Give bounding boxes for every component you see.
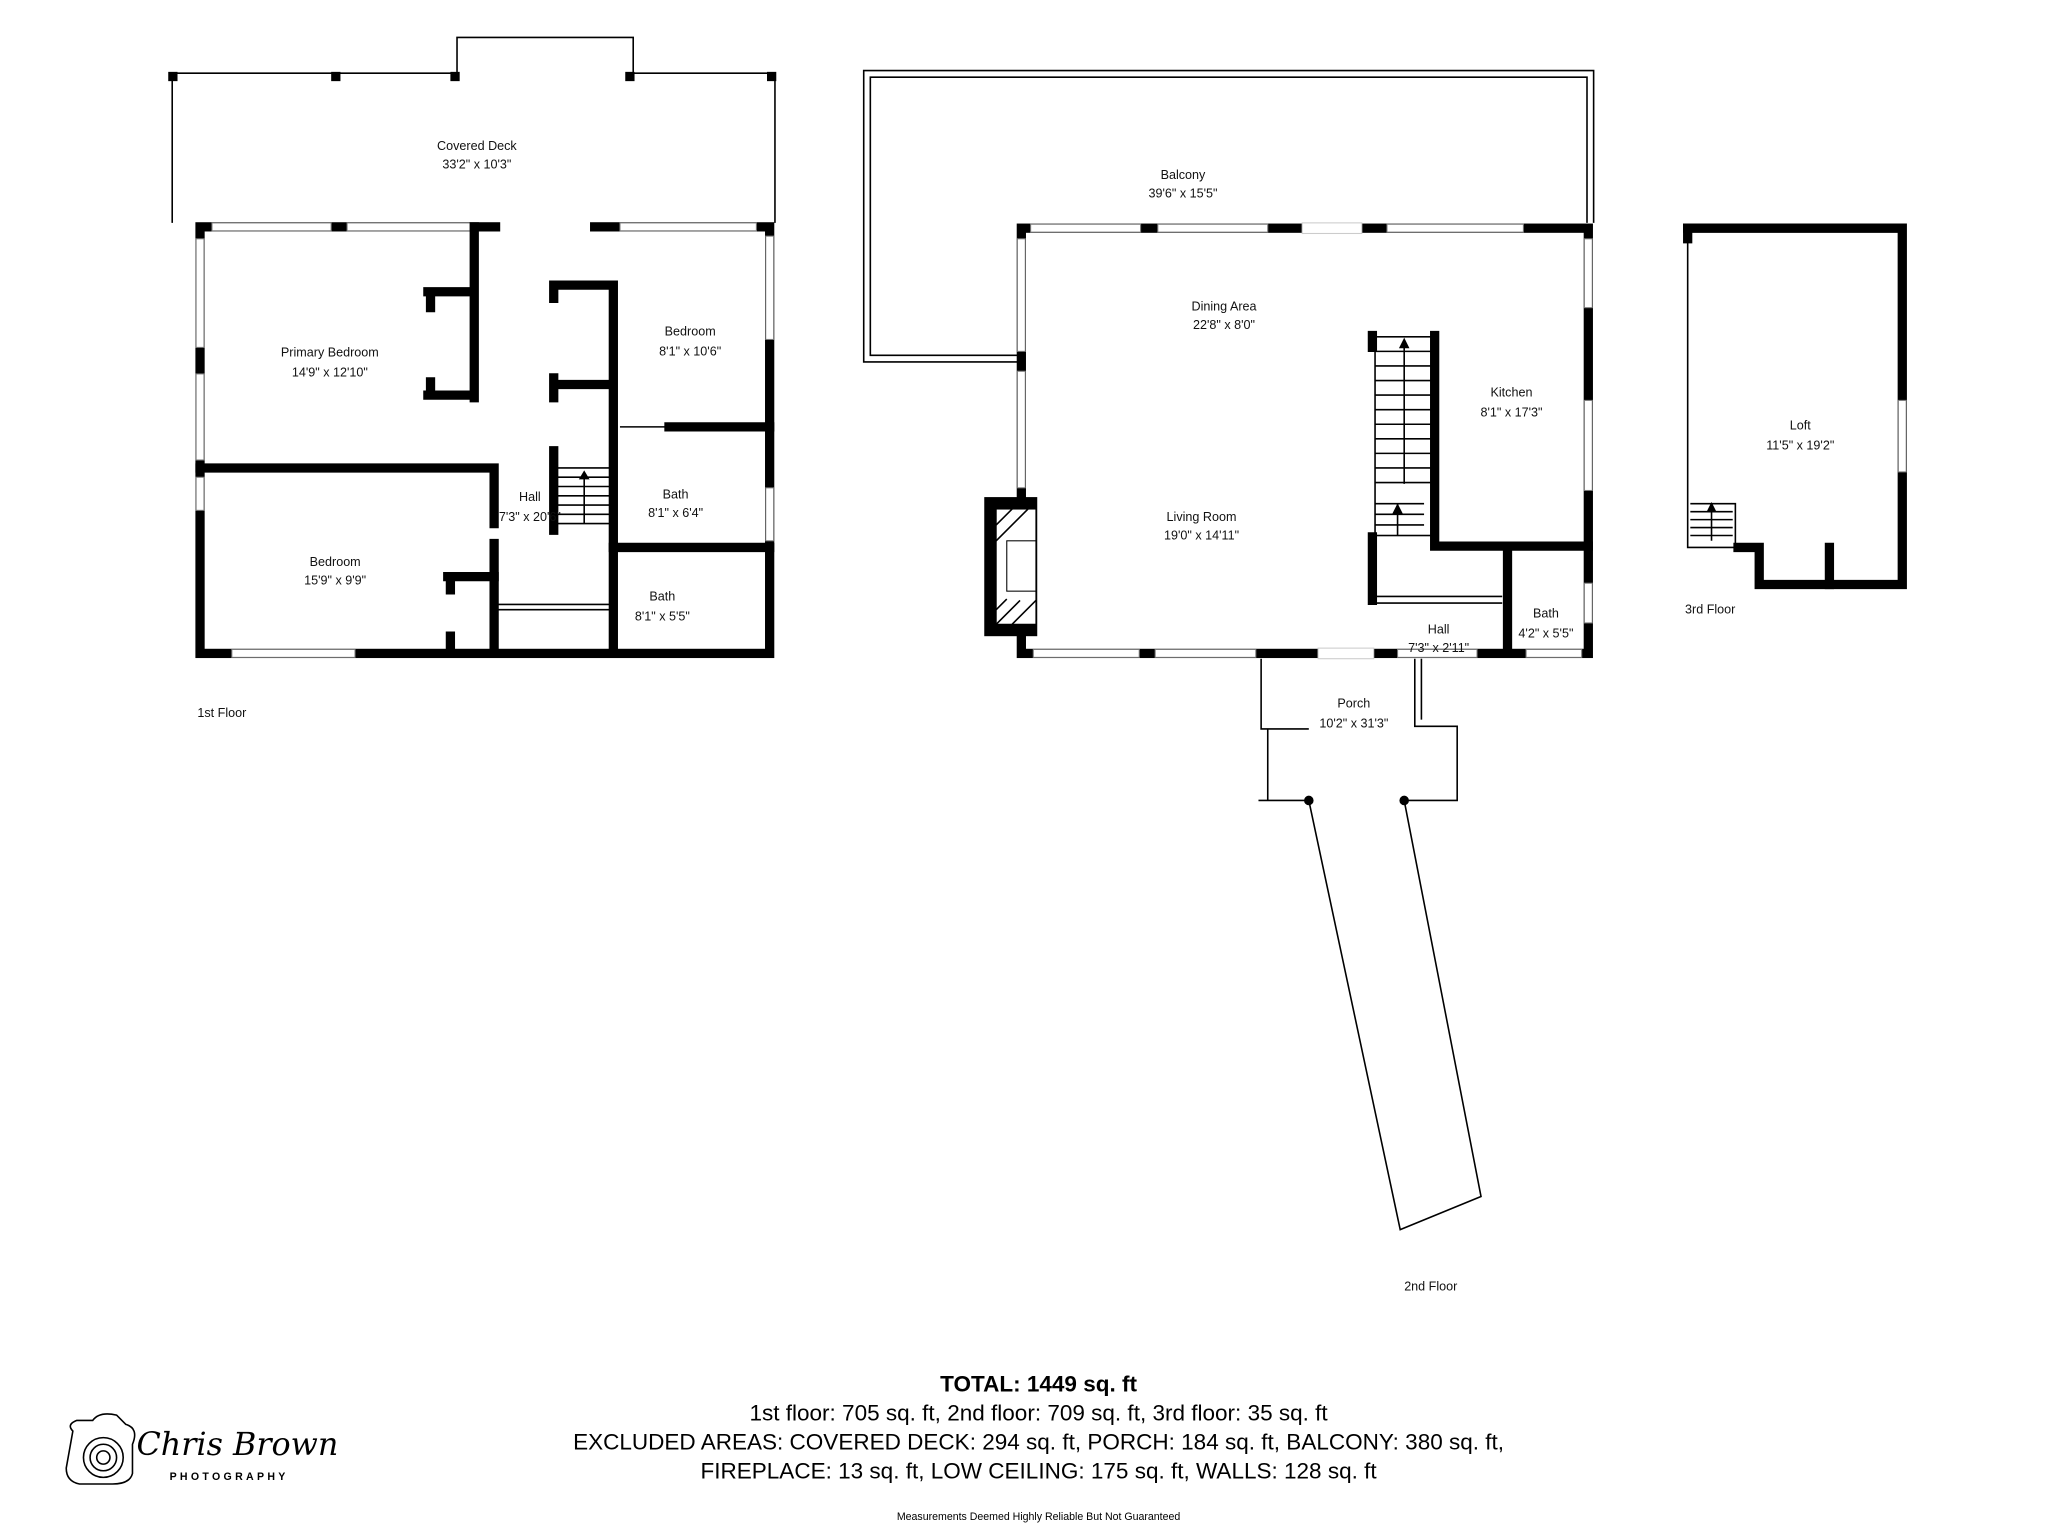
logo-script: Chris Brown bbox=[136, 1426, 338, 1463]
room-name: Living Room bbox=[1167, 510, 1237, 524]
room-name: Bath bbox=[663, 487, 689, 501]
door-opening bbox=[1301, 222, 1363, 235]
window bbox=[1016, 238, 1026, 352]
room-dims: 8'1" x 10'6" bbox=[659, 344, 721, 358]
room-dims: 39'6" x 15'5" bbox=[1148, 187, 1217, 201]
area-summary: TOTAL: 1449 sq. ft 1st floor: 705 sq. ft… bbox=[573, 1371, 1504, 1522]
excluded-areas-line-1: EXCLUDED AREAS: COVERED DECK: 294 sq. ft… bbox=[573, 1430, 1504, 1455]
second-floor-plan: Balcony 39'6" x 15'5" Dining Area 22'8" … bbox=[862, 69, 1595, 1294]
covered-deck-outline bbox=[171, 36, 776, 223]
room-name: Kitchen bbox=[1491, 385, 1533, 399]
room-dims: 7'3" x 20'6" bbox=[499, 510, 561, 524]
ramp-outline bbox=[1308, 800, 1482, 1231]
first-floor-interior-walls bbox=[195, 222, 775, 659]
first-floor-exterior-walls bbox=[195, 222, 775, 659]
fireplace bbox=[984, 497, 1038, 637]
room-dims: 11'5" x 19'2" bbox=[1766, 438, 1834, 452]
room-name: Porch bbox=[1337, 697, 1370, 711]
room-name: Bedroom bbox=[665, 324, 716, 338]
second-floor-interior-walls bbox=[1367, 330, 1593, 659]
room-dims: 8'1" x 6'4" bbox=[648, 506, 703, 520]
window bbox=[1397, 648, 1478, 658]
window bbox=[195, 238, 205, 348]
balcony-rail bbox=[869, 76, 1588, 357]
room-dims: 22'8" x 8'0" bbox=[1193, 318, 1255, 332]
porch-outline bbox=[1258, 658, 1482, 1231]
loft-walls bbox=[1683, 223, 1907, 590]
floor-areas: 1st floor: 705 sq. ft, 2nd floor: 709 sq… bbox=[749, 1400, 1328, 1425]
room-name: Hall bbox=[519, 490, 541, 504]
window bbox=[1583, 399, 1593, 492]
room-dims: 8'1" x 17'3" bbox=[1480, 405, 1542, 419]
window bbox=[231, 648, 356, 658]
room-dims: 19'0" x 14'11" bbox=[1164, 528, 1239, 542]
logo-subtitle: PHOTOGRAPHY bbox=[170, 1471, 289, 1483]
room-dims: 8'1" x 5'5" bbox=[635, 609, 690, 623]
first-floor-plan: Covered Deck 33'2" x 10'3" Primary Bedro… bbox=[168, 36, 777, 720]
room-name: Bath bbox=[649, 589, 675, 603]
room-name: Covered Deck bbox=[437, 139, 517, 153]
room-dims: 10'2" x 31'3" bbox=[1319, 717, 1388, 731]
window bbox=[1032, 648, 1140, 658]
room-dims: 33'2" x 10'3" bbox=[442, 158, 511, 172]
window bbox=[619, 222, 757, 232]
excluded-areas-line-2: FIREPLACE: 13 sq. ft, LOW CEILING: 175 s… bbox=[700, 1459, 1377, 1484]
room-dims: 7'3" x 2'11" bbox=[1408, 641, 1469, 655]
door-opening bbox=[500, 221, 591, 233]
deck-posts bbox=[168, 71, 777, 82]
loft-stairs bbox=[1690, 501, 1737, 544]
room-name: Dining Area bbox=[1192, 299, 1257, 313]
room-name: Bedroom bbox=[310, 555, 361, 569]
room-name: Balcony bbox=[1161, 168, 1206, 182]
window bbox=[1525, 648, 1583, 658]
window bbox=[1030, 223, 1142, 233]
floor-label: 1st Floor bbox=[197, 706, 246, 720]
window bbox=[1897, 399, 1907, 473]
window bbox=[765, 487, 775, 542]
floor-label: 2nd Floor bbox=[1404, 1280, 1457, 1294]
room-dims: 14'9" x 12'10" bbox=[292, 366, 368, 380]
disclaimer: Measurements Deemed Highly Reliable But … bbox=[897, 1511, 1181, 1523]
balcony-outline bbox=[862, 69, 1595, 363]
photographer-logo: Chris Brown PHOTOGRAPHY bbox=[65, 1413, 338, 1485]
room-name: Loft bbox=[1790, 419, 1811, 433]
room-name: Hall bbox=[1428, 623, 1450, 637]
first-floor-stairs bbox=[556, 467, 614, 525]
window bbox=[1157, 223, 1269, 233]
room-dims: 4'2" x 5'5" bbox=[1518, 627, 1573, 641]
window bbox=[195, 476, 205, 511]
third-floor-plan: Loft 11'5" x 19'2" 3rd Floor bbox=[1683, 223, 1907, 617]
camera-icon bbox=[65, 1413, 136, 1485]
window bbox=[1154, 648, 1257, 658]
room-dims: 15'9" x 9'9" bbox=[304, 574, 366, 588]
window bbox=[765, 235, 775, 340]
window bbox=[1386, 223, 1524, 233]
window bbox=[211, 222, 332, 232]
window bbox=[1583, 582, 1593, 624]
window bbox=[1583, 238, 1593, 309]
total-area: TOTAL: 1449 sq. ft bbox=[940, 1371, 1137, 1396]
floor-label: 3rd Floor bbox=[1685, 603, 1735, 617]
window bbox=[346, 222, 471, 232]
window bbox=[195, 373, 205, 461]
room-name: Bath bbox=[1533, 607, 1559, 621]
window bbox=[1016, 370, 1026, 489]
room-name: Primary Bedroom bbox=[281, 346, 379, 360]
door-opening bbox=[1317, 647, 1375, 660]
second-floor-stairs bbox=[1374, 336, 1436, 537]
